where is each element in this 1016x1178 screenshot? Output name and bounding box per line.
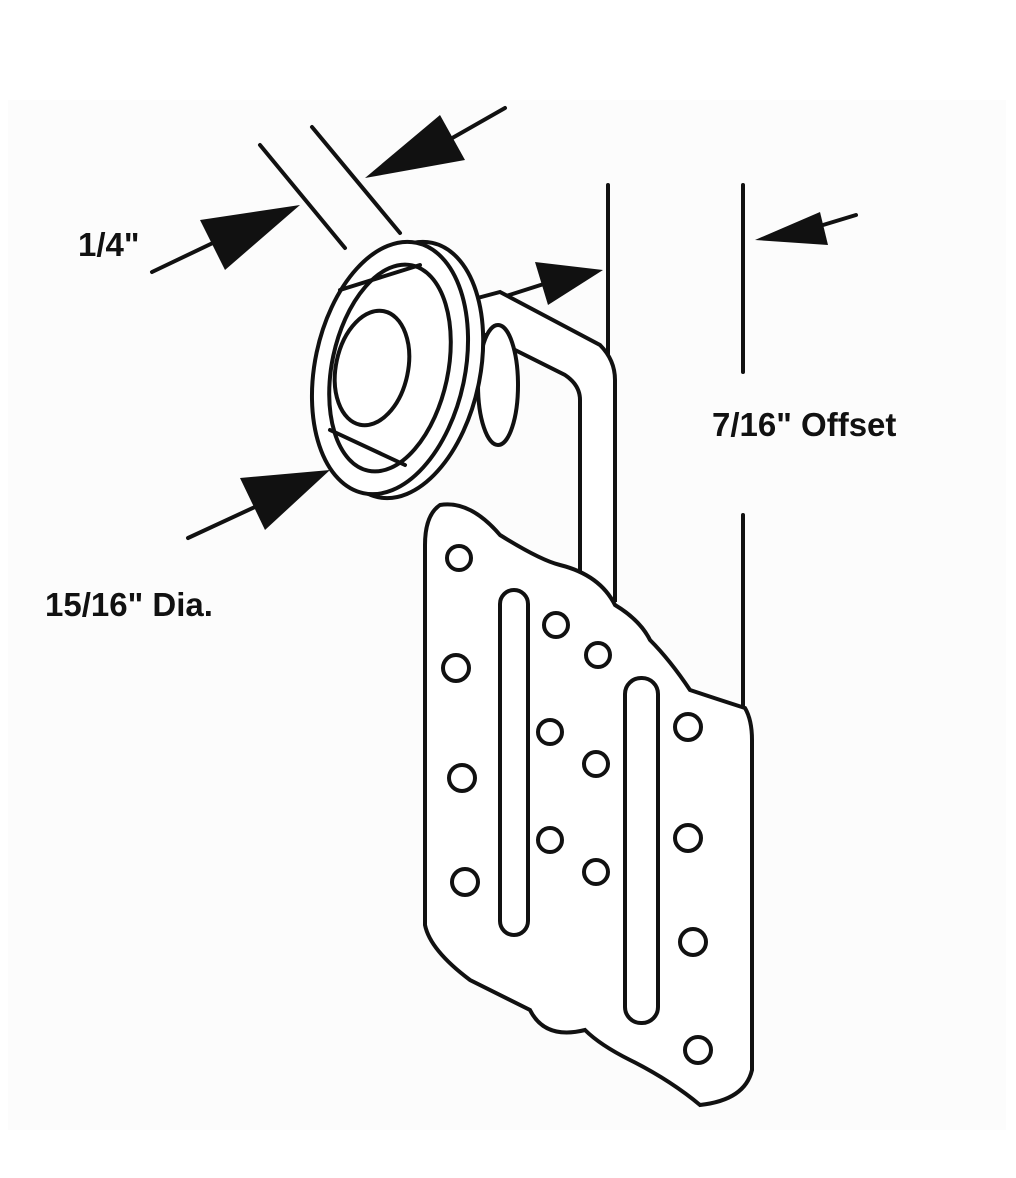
thickness-arrow-left [150,205,300,274]
offset-arrow-right [755,212,858,245]
thickness-extension-line-right [310,125,402,235]
plate-holes [441,544,713,1065]
offset-label: 7/16" Offset [712,406,897,443]
diameter-label: 15/16" Dia. [45,586,213,623]
thickness-label: 1/4" [78,226,140,263]
wheel-hub [332,308,412,428]
diameter-arrow [186,470,330,540]
thickness-arrow-right [365,106,507,178]
plate-slot-right [623,676,660,1025]
thickness-extension-line-left [258,143,347,250]
plate-slot-left [498,588,530,937]
roller-wheel [309,239,486,501]
mounting-plate [423,502,754,1108]
